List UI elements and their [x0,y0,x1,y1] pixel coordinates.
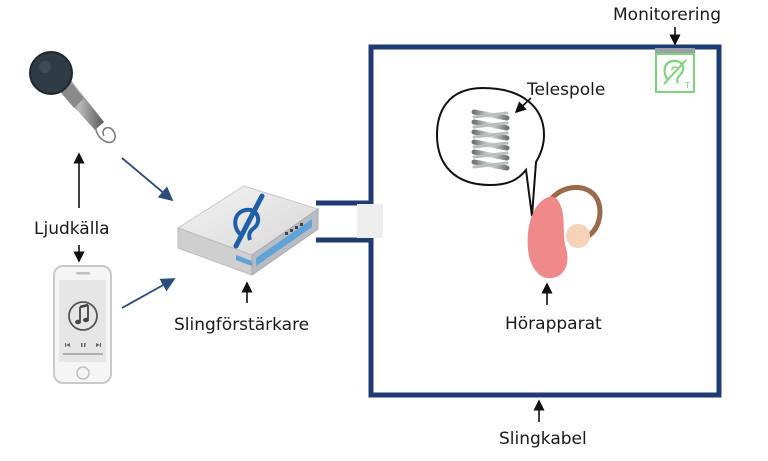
telecoil-spring-icon [471,109,510,171]
telecoil-label: Telespole [527,80,606,100]
hearing-loop-sign-icon: T [655,48,695,93]
telecoil-arrow [514,97,532,114]
monitoring-label: Monitorering [613,5,721,25]
player-controls-icon [65,343,101,347]
hearing-aid-label: Hörapparat [505,314,602,334]
music-disc-icon [68,301,98,331]
music-note-icon [75,303,89,325]
microphone-icon [29,51,116,144]
phone-signal-arrow [121,278,176,309]
svg-text:T: T [684,81,690,90]
loop-amplifier-icon [176,185,320,276]
amplifier-label: Slingförstärkare [174,315,310,335]
hearing-loop-ear-icon [233,193,265,249]
audio-source-label: Ljudkälla [34,219,110,239]
hearing-aid-icon [527,185,603,279]
loop-cable-room [316,44,722,398]
loop-cable-label: Slingkabel [499,429,587,449]
mic-signal-arrow [121,157,174,202]
telecoil-bubble [435,86,546,217]
smartphone-icon [53,265,112,384]
